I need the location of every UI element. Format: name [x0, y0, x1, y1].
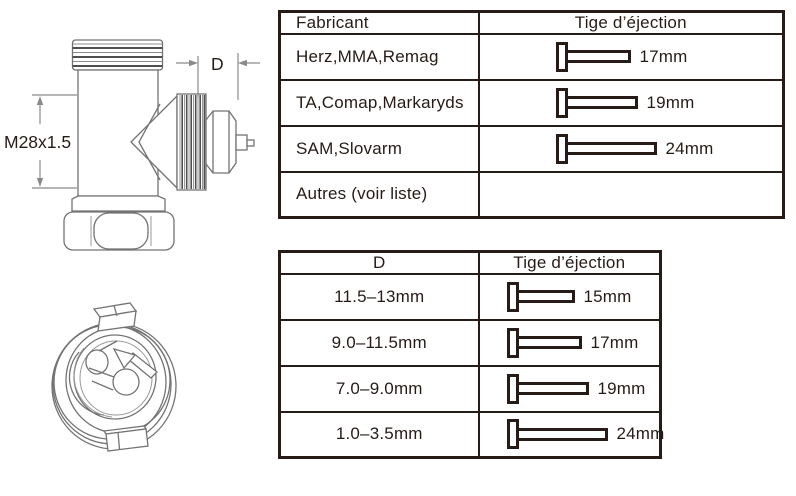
adapter-inner-mechanism [68, 340, 140, 418]
row-label: Autres (voir liste) [278, 170, 480, 219]
table-row: 11.5–13mm 15mm [278, 273, 662, 321]
row-label: 1.0–3.5mm [278, 410, 480, 459]
ejection-pin-icon [506, 281, 575, 312]
table-row: 9.0–11.5mm 17mm [278, 318, 662, 367]
pin-cell: 17mm [477, 33, 785, 81]
row-label: TA,Comap,Markaryds [278, 78, 480, 127]
pin-cell: 15mm [477, 273, 662, 321]
table-row: SAM,Slovarm 24mm [278, 124, 785, 173]
valve-top-threads [71, 39, 164, 71]
valve-stem-pin [235, 134, 255, 151]
pin-length-label: 17mm [590, 332, 639, 352]
row-label: 11.5–13mm [278, 273, 480, 321]
fabricant-column-header: Fabricant [278, 10, 480, 35]
direction-arrow-icon [112, 347, 158, 379]
pin-length-label: 24mm [616, 424, 665, 444]
d-dimension [176, 53, 260, 100]
pin-length-label: 24mm [665, 138, 714, 158]
diameter-table: D Tige d’éjection 11.5–13mm 15mm 9.0–11.5m… [278, 250, 664, 459]
adapter-bottom-tab [102, 425, 149, 452]
adapter-top-tab [92, 302, 138, 332]
valve-side-threads [176, 93, 207, 191]
pin-length-label: 17mm [639, 46, 688, 66]
pin-cell: 24mm [477, 124, 785, 173]
adapter-ring-diagram [51, 302, 177, 452]
pin-cell: 19mm [477, 364, 662, 413]
table-header-row: Fabricant Tige d’éjection [278, 10, 785, 35]
pin-length-label: 15mm [583, 286, 632, 306]
table-row: Herz,MMA,Remag 17mm [278, 33, 785, 81]
valve-bottom-collar [71, 195, 166, 212]
row-label: 7.0–9.0mm [278, 364, 480, 413]
ejection-pin-icon [506, 327, 582, 358]
pin-cell [477, 170, 785, 219]
row-label: 9.0–11.5mm [278, 318, 480, 367]
tige-column-header: Tige d’éjection [477, 250, 662, 275]
m28-dimension [32, 94, 77, 189]
pin-cell: 24mm [477, 410, 664, 459]
valve-diagram: M28x1.5 D [4, 39, 260, 251]
d-column-header: D [278, 250, 480, 275]
ejection-pin-icon [506, 419, 608, 450]
row-label: SAM,Slovarm [278, 124, 480, 173]
ejection-pin-icon [555, 87, 638, 118]
pin-length-label: 19mm [597, 378, 646, 398]
table-row: 7.0–9.0mm 19mm [278, 364, 662, 413]
pin-cell: 17mm [477, 318, 662, 367]
ejection-pin-icon [555, 41, 631, 72]
table-header-row: D Tige d’éjection [278, 250, 662, 275]
pin-cell: 19mm [477, 78, 785, 127]
valve-hex-nut [63, 211, 175, 251]
pin-length-label: 19mm [646, 92, 695, 112]
stem-diameter-label: D [211, 54, 224, 74]
row-label: Herz,MMA,Remag [278, 33, 480, 81]
valve-side-hex [205, 110, 237, 174]
ejection-pin-icon [555, 133, 657, 164]
tige-column-header: Tige d’éjection [477, 10, 785, 35]
table-row: 1.0–3.5mm 24mm [278, 410, 664, 459]
thread-size-label: M28x1.5 [4, 132, 71, 152]
diameter-table-body: 11.5–13mm 15mm 9.0–11.5mm 17mm 7.0–9.0mm 19mm… [278, 273, 664, 459]
fabricant-table: Fabricant Tige d’éjection Herz,MMA,Remag… [278, 10, 785, 219]
table-row: Autres (voir liste) [278, 170, 785, 219]
table-row: TA,Comap,Markaryds 19mm [278, 78, 785, 127]
ejection-pin-icon [506, 373, 589, 404]
